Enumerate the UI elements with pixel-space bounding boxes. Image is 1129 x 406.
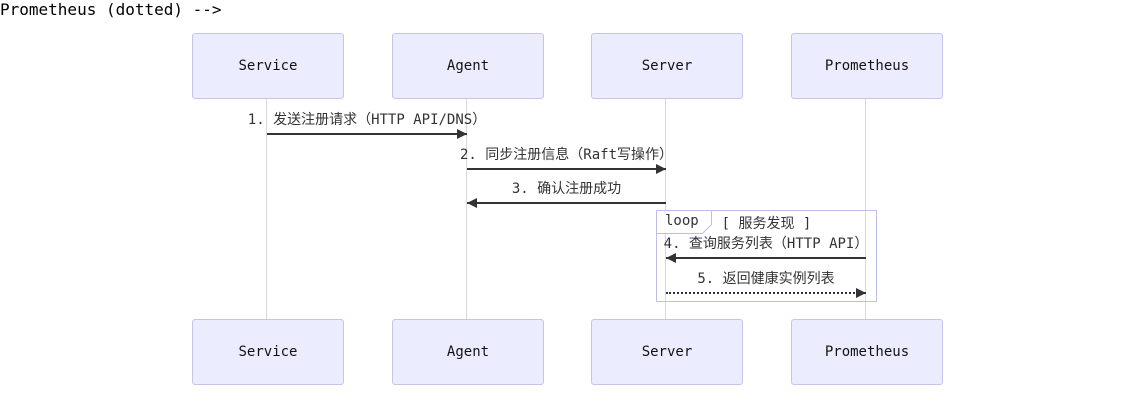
lifeline-prometheus bbox=[865, 97, 866, 321]
message-1-line bbox=[267, 133, 467, 135]
message-2-line bbox=[467, 168, 666, 170]
loop-keyword: loop bbox=[665, 213, 699, 229]
actor-label-prometheus: Prometheus bbox=[824, 58, 910, 74]
actor-label-server: Server bbox=[641, 58, 693, 74]
arrowhead-left-icon bbox=[467, 198, 477, 208]
message-4-line bbox=[666, 257, 866, 259]
actor-top-prometheus: Prometheus bbox=[791, 33, 943, 99]
arrowhead-right-icon bbox=[856, 288, 866, 298]
loop-frame: loop [ 服务发现 ] bbox=[656, 210, 877, 302]
actor-bottom-agent: Agent bbox=[392, 319, 544, 385]
lifeline-server bbox=[665, 97, 666, 321]
loop-label-tab bbox=[656, 210, 712, 234]
message-2-label: 2. 同步注册信息（Raft写操作） bbox=[459, 147, 674, 163]
message-3-line bbox=[467, 202, 666, 204]
message-5-line bbox=[666, 292, 866, 294]
actor-bottom-server: Server bbox=[591, 319, 743, 385]
actor-label-prometheus: Prometheus bbox=[824, 344, 910, 360]
lifeline-agent bbox=[466, 97, 467, 321]
actor-bottom-prometheus: Prometheus bbox=[791, 319, 943, 385]
arrowhead-right-icon bbox=[457, 129, 467, 139]
actor-top-agent: Agent bbox=[392, 33, 544, 99]
actor-label-agent: Agent bbox=[446, 344, 490, 360]
loop-title: [ 服务发现 ] bbox=[721, 216, 812, 232]
actor-bottom-service: Service bbox=[192, 319, 344, 385]
actor-label-service: Service bbox=[238, 58, 298, 74]
actor-top-server: Server bbox=[591, 33, 743, 99]
message-1-label: 1. 发送注册请求（HTTP API/DNS） bbox=[247, 112, 487, 128]
actor-label-service: Service bbox=[238, 344, 298, 360]
lifeline-service bbox=[266, 97, 267, 321]
arrowhead-right-icon bbox=[656, 164, 666, 174]
message-4-label: 4. 查询服务列表（HTTP API） bbox=[663, 236, 869, 252]
message-3-label: 3. 确认注册成功 bbox=[511, 181, 622, 197]
actor-top-service: Service bbox=[192, 33, 344, 99]
message-5-label: 5. 返回健康实例列表 bbox=[697, 271, 835, 287]
arrowhead-left-icon bbox=[666, 253, 676, 263]
actor-label-agent: Agent bbox=[446, 58, 490, 74]
actor-label-server: Server bbox=[641, 344, 693, 360]
